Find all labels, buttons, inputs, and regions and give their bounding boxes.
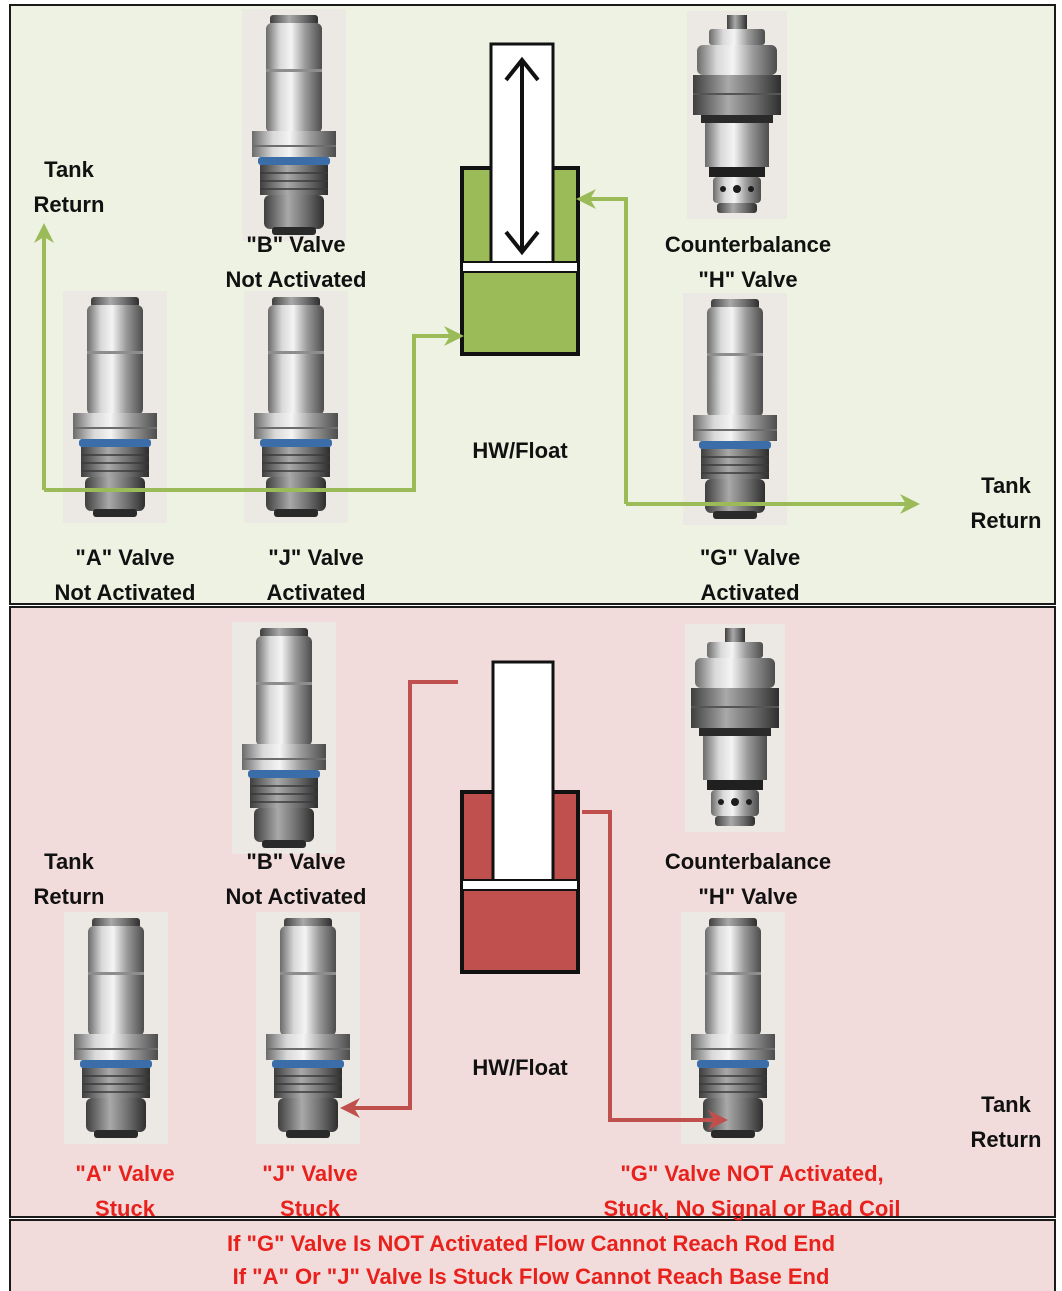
counterbalance-valve-photo-bottom: [685, 624, 785, 832]
counterbalance-valve-photo-top: [687, 11, 787, 219]
b-valve-photo-bottom: [231, 621, 337, 855]
counterbalance-label-top: Counterbalance"H" Valve: [664, 232, 832, 292]
cylinder-label-top: HW/Float: [472, 438, 568, 463]
footer-note-base-end: If "A" Or "J" Valve Is Stuck Flow Cannot…: [232, 1264, 830, 1289]
b-valve-photo-top: [241, 8, 347, 242]
hydraulic-cylinder-bottom: [460, 660, 580, 974]
g-valve-photo-bottom: [680, 911, 786, 1145]
g-valve-label-bottom: "G" Valve NOT Activated,Stuck, No Signal…: [603, 1161, 901, 1221]
footer-panel: [9, 1219, 1056, 1291]
counterbalance-label-bottom: Counterbalance"H" Valve: [664, 849, 832, 909]
cylinder-label-bottom: HW/Float: [472, 1055, 568, 1080]
hydraulic-cylinder-top: [460, 42, 580, 356]
flow-lines-bottom: [340, 680, 728, 1130]
footer-note-rod-end: If "G" Valve Is NOT Activated Flow Canno…: [226, 1231, 836, 1256]
g-valve-photo-top: [682, 292, 788, 526]
a-valve-photo-bottom: [63, 911, 169, 1145]
flow-lines-top: [34, 189, 920, 514]
j-valve-photo-bottom: [255, 911, 361, 1145]
